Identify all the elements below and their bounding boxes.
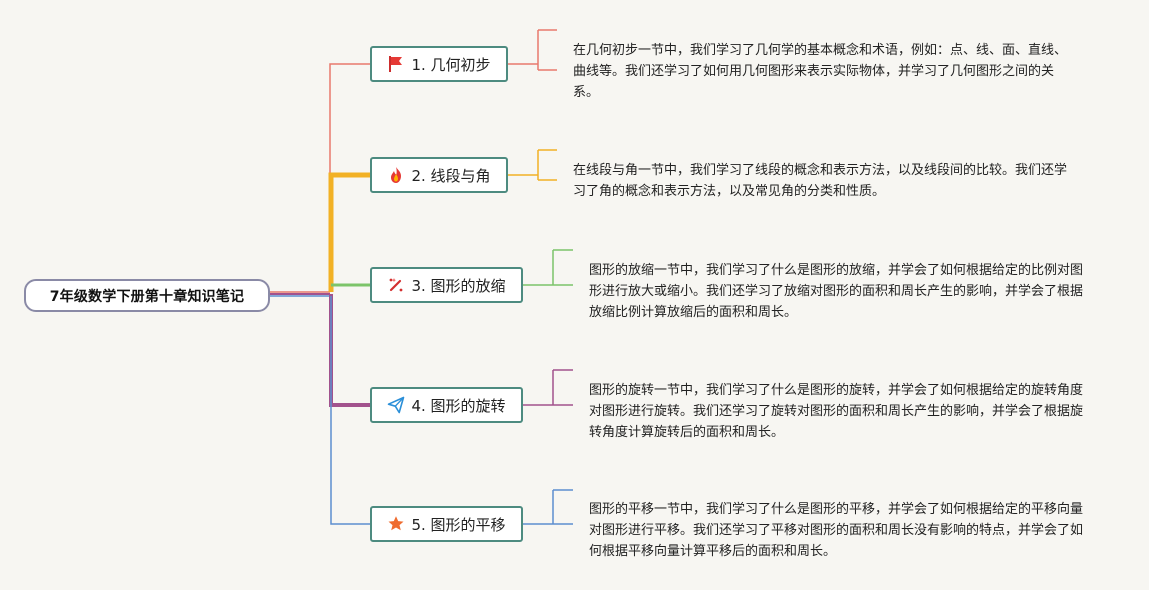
topic-label: 5. 图形的平移 <box>411 515 506 534</box>
topic-label: 2. 线段与角 <box>411 166 491 185</box>
note-rotation: 图形的旋转一节中，我们学习了什么是图形的旋转，并学会了如何根据给定的旋转角度对图… <box>589 383 1084 440</box>
note-geometry-basics: 在几何初步一节中，我们学习了几何学的基本概念和术语，例如：点、线、面、直线、曲线… <box>573 43 1068 100</box>
star-icon <box>387 515 405 533</box>
branch-5-connector <box>330 296 573 525</box>
note-scaling: 图形的放缩一节中，我们学习了什么是图形的放缩，并学会了如何根据给定的比例对图形进… <box>589 263 1084 320</box>
branch-3-connector <box>331 249 573 287</box>
root-topic[interactable]: 7年级数学下册第十章知识笔记 <box>24 279 270 312</box>
magic-wand-icon <box>387 276 405 294</box>
topic-label: 1. 几何初步 <box>411 55 491 74</box>
topic-rotation[interactable]: 4. 图形的旋转 <box>370 387 523 423</box>
topic-label: 4. 图形的旋转 <box>411 396 506 415</box>
paper-plane-icon <box>387 396 405 414</box>
topic-geometry-basics[interactable]: 1. 几何初步 <box>370 46 508 82</box>
note-translation: 图形的平移一节中，我们学习了什么是图形的平移，并学会了如何根据给定的平移向量对图… <box>589 502 1084 559</box>
topic-translation[interactable]: 5. 图形的平移 <box>370 506 523 542</box>
topic-segments-angles[interactable]: 2. 线段与角 <box>370 157 508 193</box>
red-flag-icon <box>387 55 405 73</box>
fire-icon <box>387 166 405 184</box>
root-trunk <box>270 291 330 297</box>
root-topic-label: 7年级数学下册第十章知识笔记 <box>49 288 245 305</box>
branch-2-connector <box>328 149 557 292</box>
note-segments-angles: 在线段与角一节中，我们学习了线段的概念和表示方法，以及线段间的比较。我们还学习了… <box>573 163 1068 199</box>
topic-scaling[interactable]: 3. 图形的放缩 <box>370 267 523 303</box>
topic-label: 3. 图形的放缩 <box>411 276 506 295</box>
